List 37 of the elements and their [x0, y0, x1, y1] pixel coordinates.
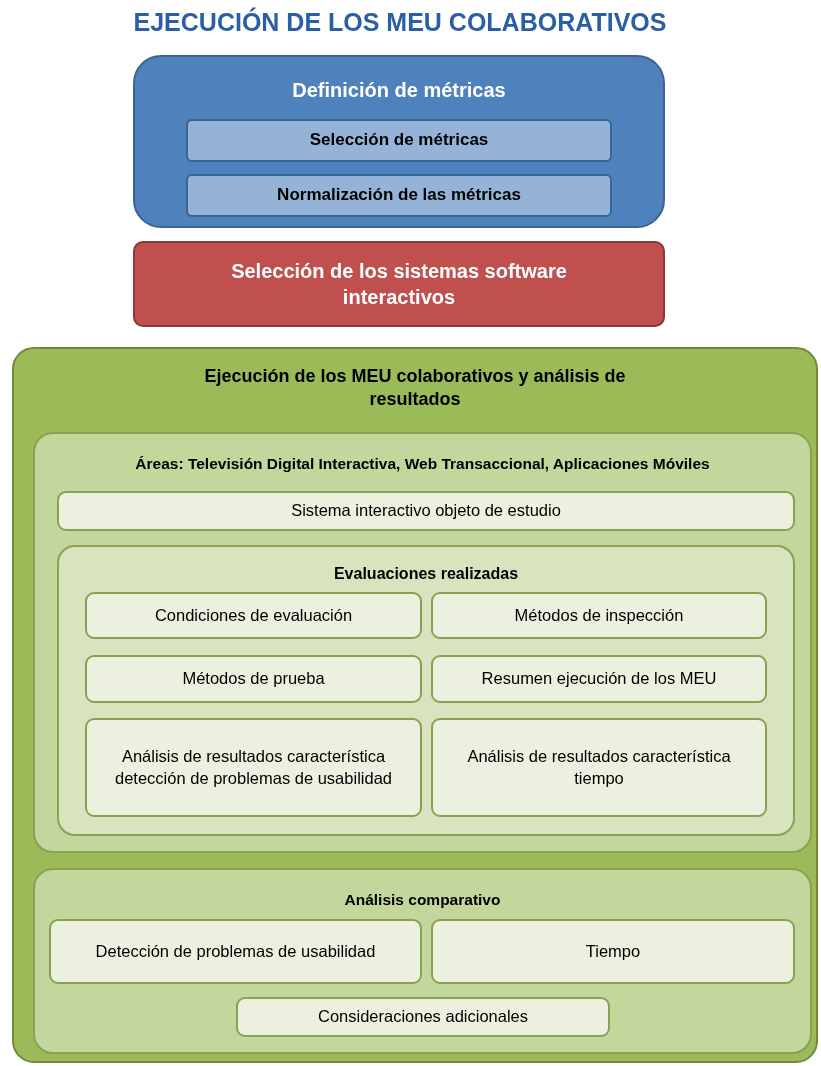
box-label: Sistema interactivo objeto de estudio — [290, 500, 562, 522]
box-label: Análisis de resultados característica tiempo — [466, 746, 732, 789]
group-heading: Ejecución de los MEU colaborativos y análisis de resultados — [203, 365, 627, 412]
group-heading: Definición de métricas — [291, 78, 507, 103]
process-box — [186, 174, 612, 217]
box-label: Detección de problemas de usabilidad — [94, 940, 377, 962]
group-panel — [33, 432, 812, 853]
process-box — [85, 592, 422, 639]
process-box — [57, 491, 795, 531]
group-panel — [33, 868, 812, 1054]
process-box — [49, 919, 422, 984]
box-label: Análisis de resultados característica detección de problemas de usabilidad — [114, 746, 393, 789]
process-box — [85, 655, 422, 703]
process-box — [431, 592, 767, 639]
box-label: Métodos de prueba — [181, 668, 326, 690]
group-panel — [57, 545, 795, 836]
process-box — [133, 241, 665, 327]
box-label: Normalización de las métricas — [276, 184, 522, 207]
group-heading: Áreas: Televisión Digital Interactiva, Web Transaccional, Aplicaciones Móviles — [134, 454, 711, 474]
group-panel — [12, 347, 818, 1063]
process-box — [85, 718, 422, 817]
process-box — [431, 718, 767, 817]
process-box — [431, 919, 795, 984]
group-heading: Evaluaciones realizadas — [332, 564, 520, 584]
box-label: Selección de los sistemas software interactivos — [230, 259, 568, 310]
box-label: Métodos de inspección — [513, 604, 685, 626]
group-heading: Análisis comparativo — [343, 890, 502, 910]
box-label: Resumen ejecución de los MEU — [480, 668, 718, 690]
box-label: Condiciones de evaluación — [153, 604, 354, 626]
diagram-title: EJECUCIÓN DE LOS MEU COLABORATIVOS — [132, 8, 668, 37]
box-label: Consideraciones adicionales — [316, 1006, 529, 1028]
box-label: Selección de métricas — [308, 129, 490, 152]
process-box — [186, 119, 612, 162]
process-box — [431, 655, 767, 703]
box-label: Tiempo — [584, 940, 642, 962]
group-panel — [133, 55, 665, 228]
process-box — [236, 997, 610, 1037]
